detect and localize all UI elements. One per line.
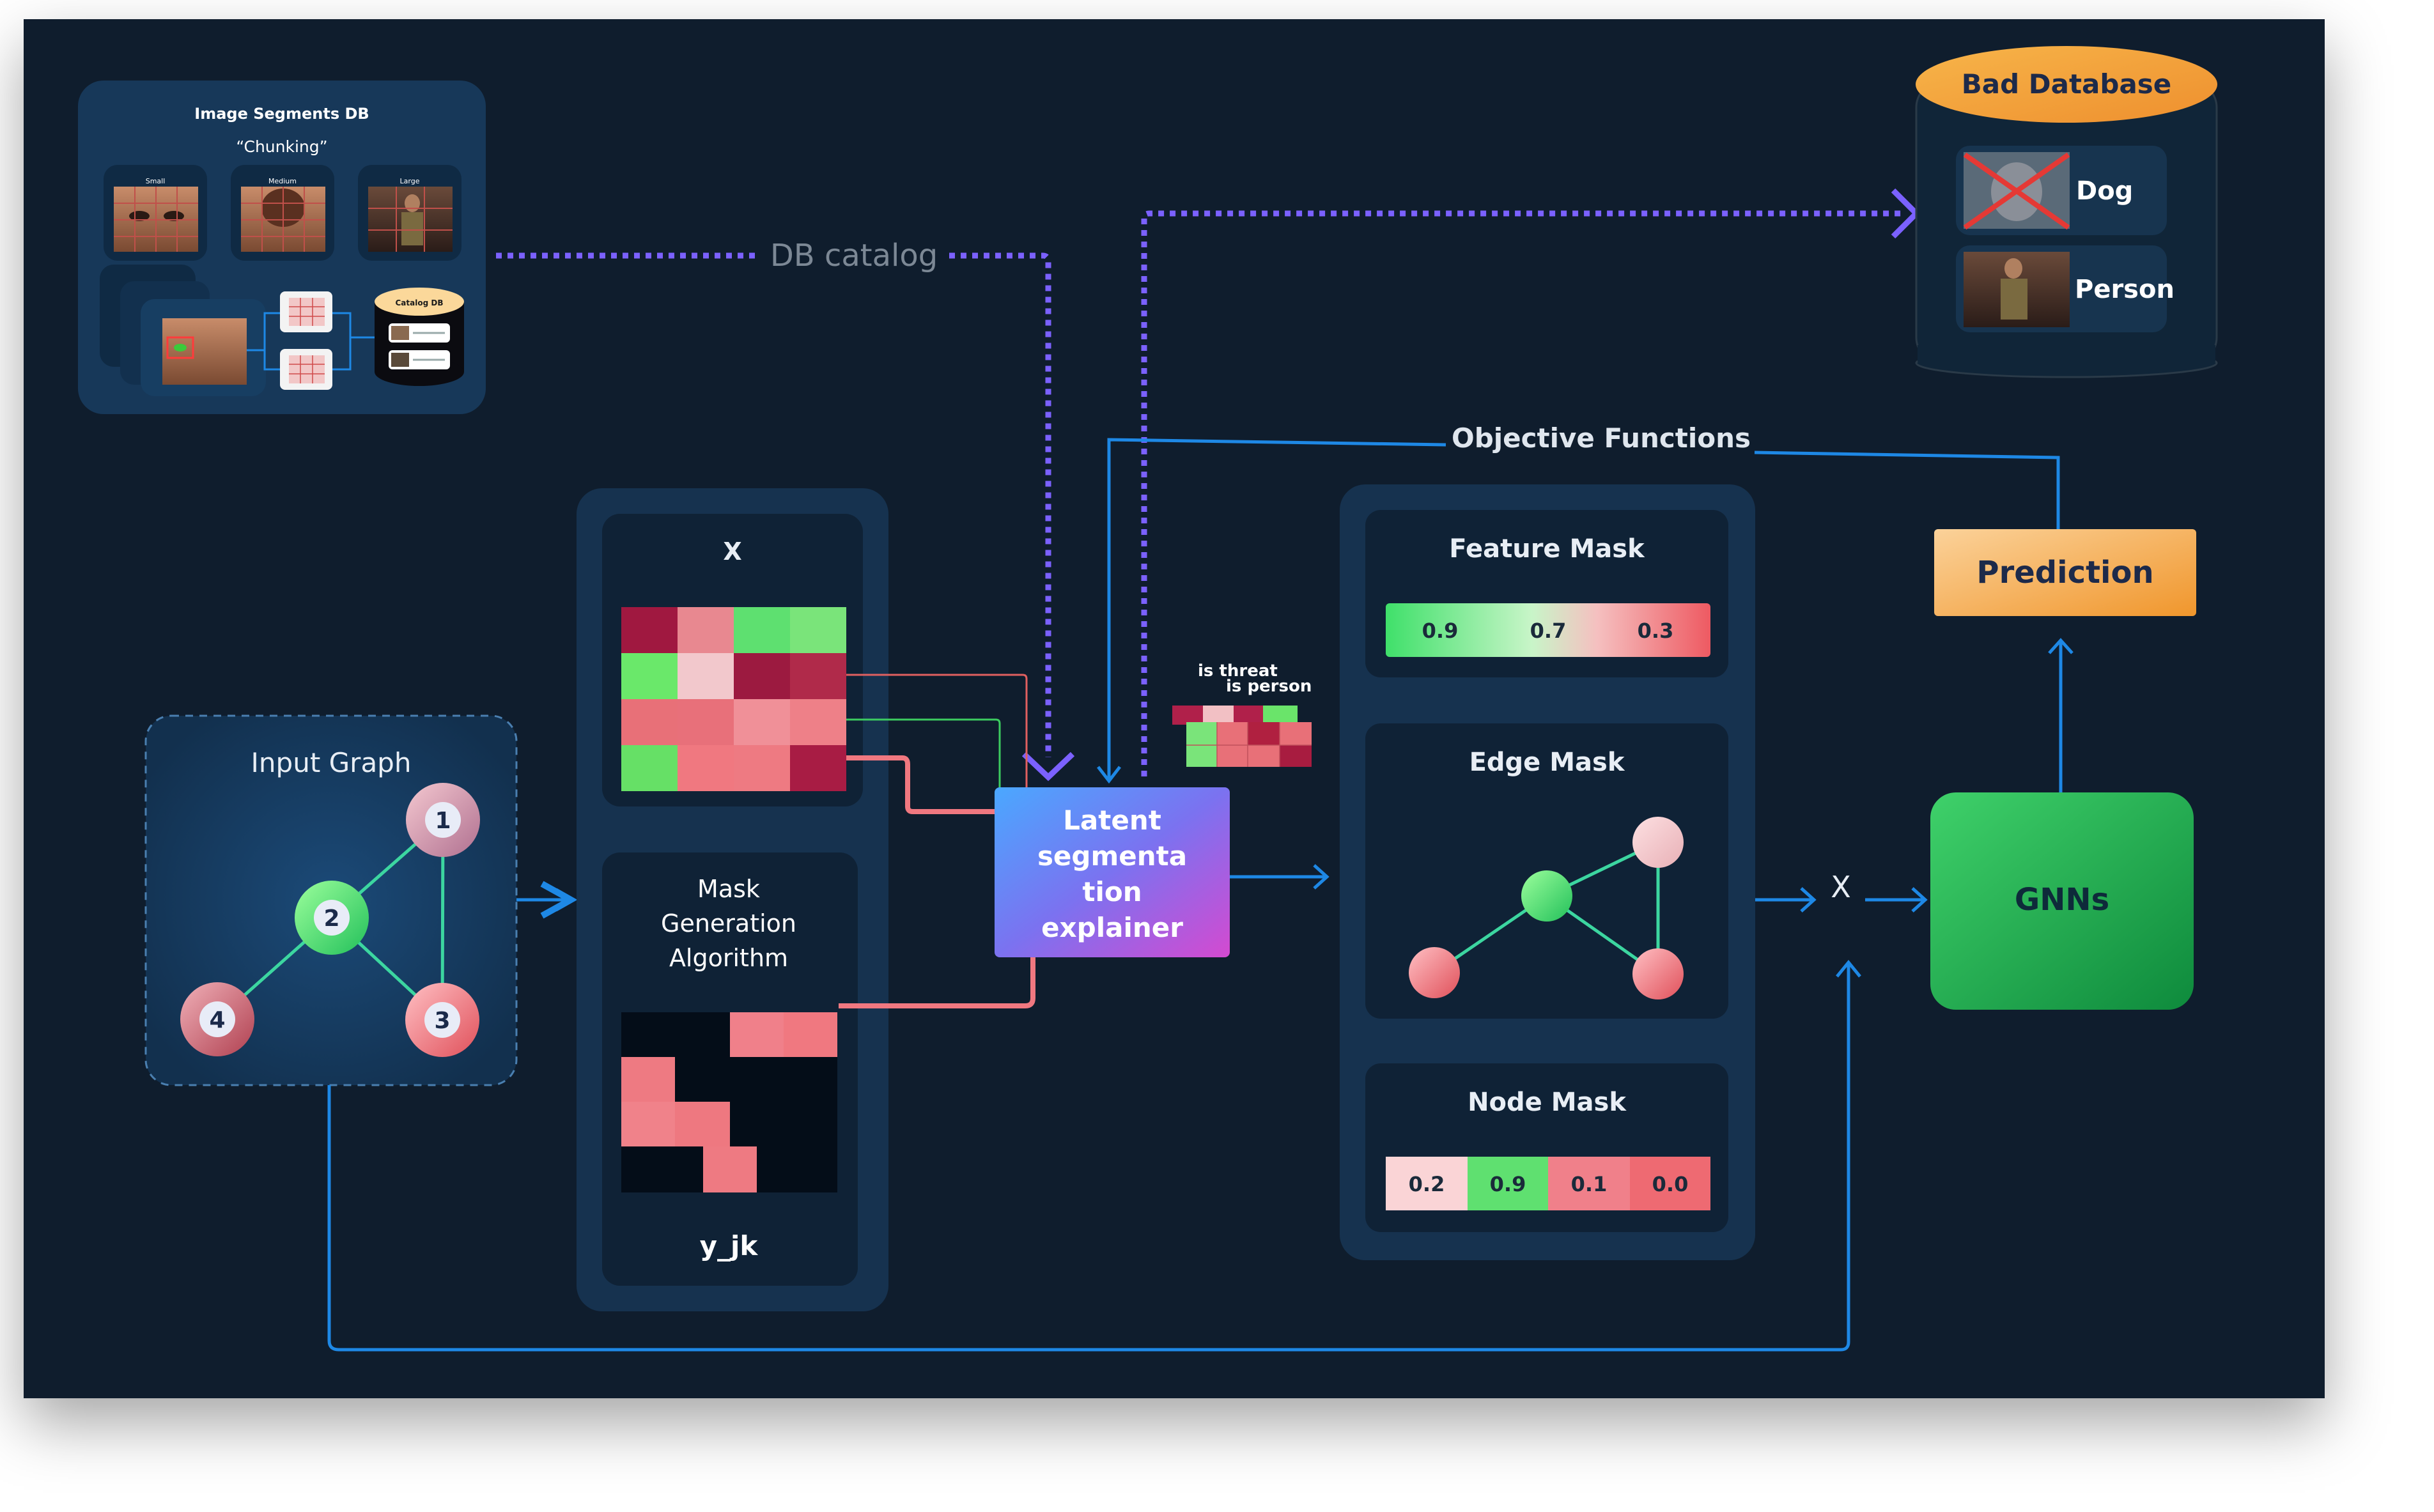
latent-segmentation-explainer: Latent segmenta tion explainer bbox=[995, 787, 1230, 957]
is-person-label: is person bbox=[1226, 677, 1312, 696]
mask-generation-card: Mask Generation Algorithm y_jk bbox=[602, 852, 858, 1286]
node-mask-value-2: 0.9 bbox=[1490, 1172, 1526, 1196]
explainer-line4: explainer bbox=[1041, 912, 1183, 943]
bad-db-item-person: Person bbox=[1956, 245, 2174, 332]
bad-database: Bad Database Dog Person bbox=[1915, 46, 2218, 378]
input-graph-card: Input Graph 1 2 3 4 bbox=[144, 714, 518, 1086]
mask-gen-title-line3: Algorithm bbox=[669, 944, 788, 972]
objective-functions-connector: Objective Functions bbox=[1097, 422, 2060, 784]
mask-gen-title-line1: Mask bbox=[697, 875, 760, 903]
edge-mask-card: Edge Mask bbox=[1365, 723, 1728, 1019]
graph-node-2-label: 2 bbox=[323, 906, 339, 932]
cross-icon bbox=[1963, 152, 2070, 230]
threat-person-indicator: is threat is person bbox=[1172, 661, 1312, 767]
mask-gen-title-line2: Generation bbox=[661, 909, 796, 937]
mask-gen-label: y_jk bbox=[700, 1230, 759, 1261]
graph-node-2: 2 bbox=[295, 881, 369, 955]
edge-mask-title: Edge Mask bbox=[1469, 748, 1625, 777]
edge-graph-node bbox=[1409, 947, 1460, 998]
matrix-to-explainer-connectors bbox=[839, 674, 1035, 1008]
image-db-subtitle: “Chunking” bbox=[236, 137, 327, 156]
db-catalog-label: DB catalog bbox=[770, 238, 938, 274]
stacked-images bbox=[100, 265, 266, 396]
node-mask-value-1: 0.2 bbox=[1409, 1172, 1445, 1196]
thumb-large-label: Large bbox=[400, 177, 420, 185]
bad-database-title: Bad Database bbox=[1962, 68, 2172, 100]
node-mask-value-3: 0.1 bbox=[1571, 1172, 1608, 1196]
edge-graph-node bbox=[1632, 948, 1684, 999]
node-mask-card: Node Mask 0.2 0.9 0.1 0.0 bbox=[1365, 1063, 1728, 1232]
multiply-symbol: X bbox=[1831, 870, 1851, 904]
graph-node-4: 4 bbox=[180, 982, 254, 1056]
db-catalog-connector: DB catalog bbox=[496, 238, 1075, 782]
graph-node-3: 3 bbox=[405, 983, 479, 1057]
thumb-small: Small bbox=[104, 165, 207, 261]
mask-matrix-grid bbox=[621, 1012, 837, 1192]
x-matrix-title: X bbox=[723, 537, 741, 566]
feature-mask-bar bbox=[1386, 603, 1710, 657]
thumb-small-label: Small bbox=[146, 177, 166, 185]
catalog-db-cylinder: Catalog DB bbox=[375, 288, 464, 386]
is-threat-label: is threat bbox=[1198, 661, 1278, 681]
thumb-medium: Medium bbox=[231, 165, 334, 261]
feature-column: X Mask Genera bbox=[577, 488, 888, 1311]
graph-node-1: 1 bbox=[406, 783, 480, 857]
bad-db-item-dog-label: Dog bbox=[2076, 176, 2133, 206]
feature-mask-title: Feature Mask bbox=[1449, 534, 1645, 564]
feature-mask-value-1: 0.9 bbox=[1422, 619, 1459, 643]
edge-graph-node bbox=[1632, 817, 1684, 868]
x-matrix-grid bbox=[621, 607, 846, 791]
graph-node-3-label: 3 bbox=[434, 1008, 450, 1034]
explainer-line3: tion bbox=[1082, 876, 1142, 907]
catalog-db-label: Catalog DB bbox=[396, 298, 444, 307]
node-mask-value-4: 0.0 bbox=[1652, 1172, 1689, 1196]
explainer-line1: Latent bbox=[1063, 805, 1161, 836]
feature-mask-value-2: 0.7 bbox=[1530, 619, 1567, 643]
gnns-block: GNNs bbox=[1930, 792, 2194, 1010]
feedback-loop-connector bbox=[327, 962, 1850, 1352]
bad-db-item-dog: Dog bbox=[1956, 146, 2167, 235]
prediction-label: Prediction bbox=[1976, 555, 2153, 590]
bad-db-item-person-label: Person bbox=[2075, 275, 2174, 304]
thumb-medium-label: Medium bbox=[268, 177, 297, 185]
thumb-large: Large bbox=[358, 165, 461, 261]
image-db-title: Image Segments DB bbox=[194, 105, 369, 123]
masks-column: Feature Mask 0.9 0.7 0.3 Edge Mask Node … bbox=[1340, 484, 1755, 1260]
image-segments-db-card: Image Segments DB “Chunking” Small Mediu… bbox=[78, 81, 486, 414]
x-matrix-card: X bbox=[602, 514, 863, 806]
gnns-label: GNNs bbox=[2015, 882, 2109, 918]
node-mask-title: Node Mask bbox=[1468, 1088, 1627, 1117]
prediction-block: Prediction bbox=[1934, 529, 2196, 616]
feature-mask-card: Feature Mask 0.9 0.7 0.3 bbox=[1365, 510, 1728, 677]
graph-node-4-label: 4 bbox=[209, 1007, 225, 1033]
objective-functions-label: Objective Functions bbox=[1452, 422, 1751, 454]
graph-node-1-label: 1 bbox=[435, 808, 451, 834]
explainer-line2: segmenta bbox=[1037, 840, 1187, 872]
face-image bbox=[162, 318, 247, 385]
edge-graph-node bbox=[1521, 870, 1572, 922]
input-graph-title: Input Graph bbox=[251, 747, 412, 778]
feature-mask-value-3: 0.3 bbox=[1638, 619, 1674, 643]
